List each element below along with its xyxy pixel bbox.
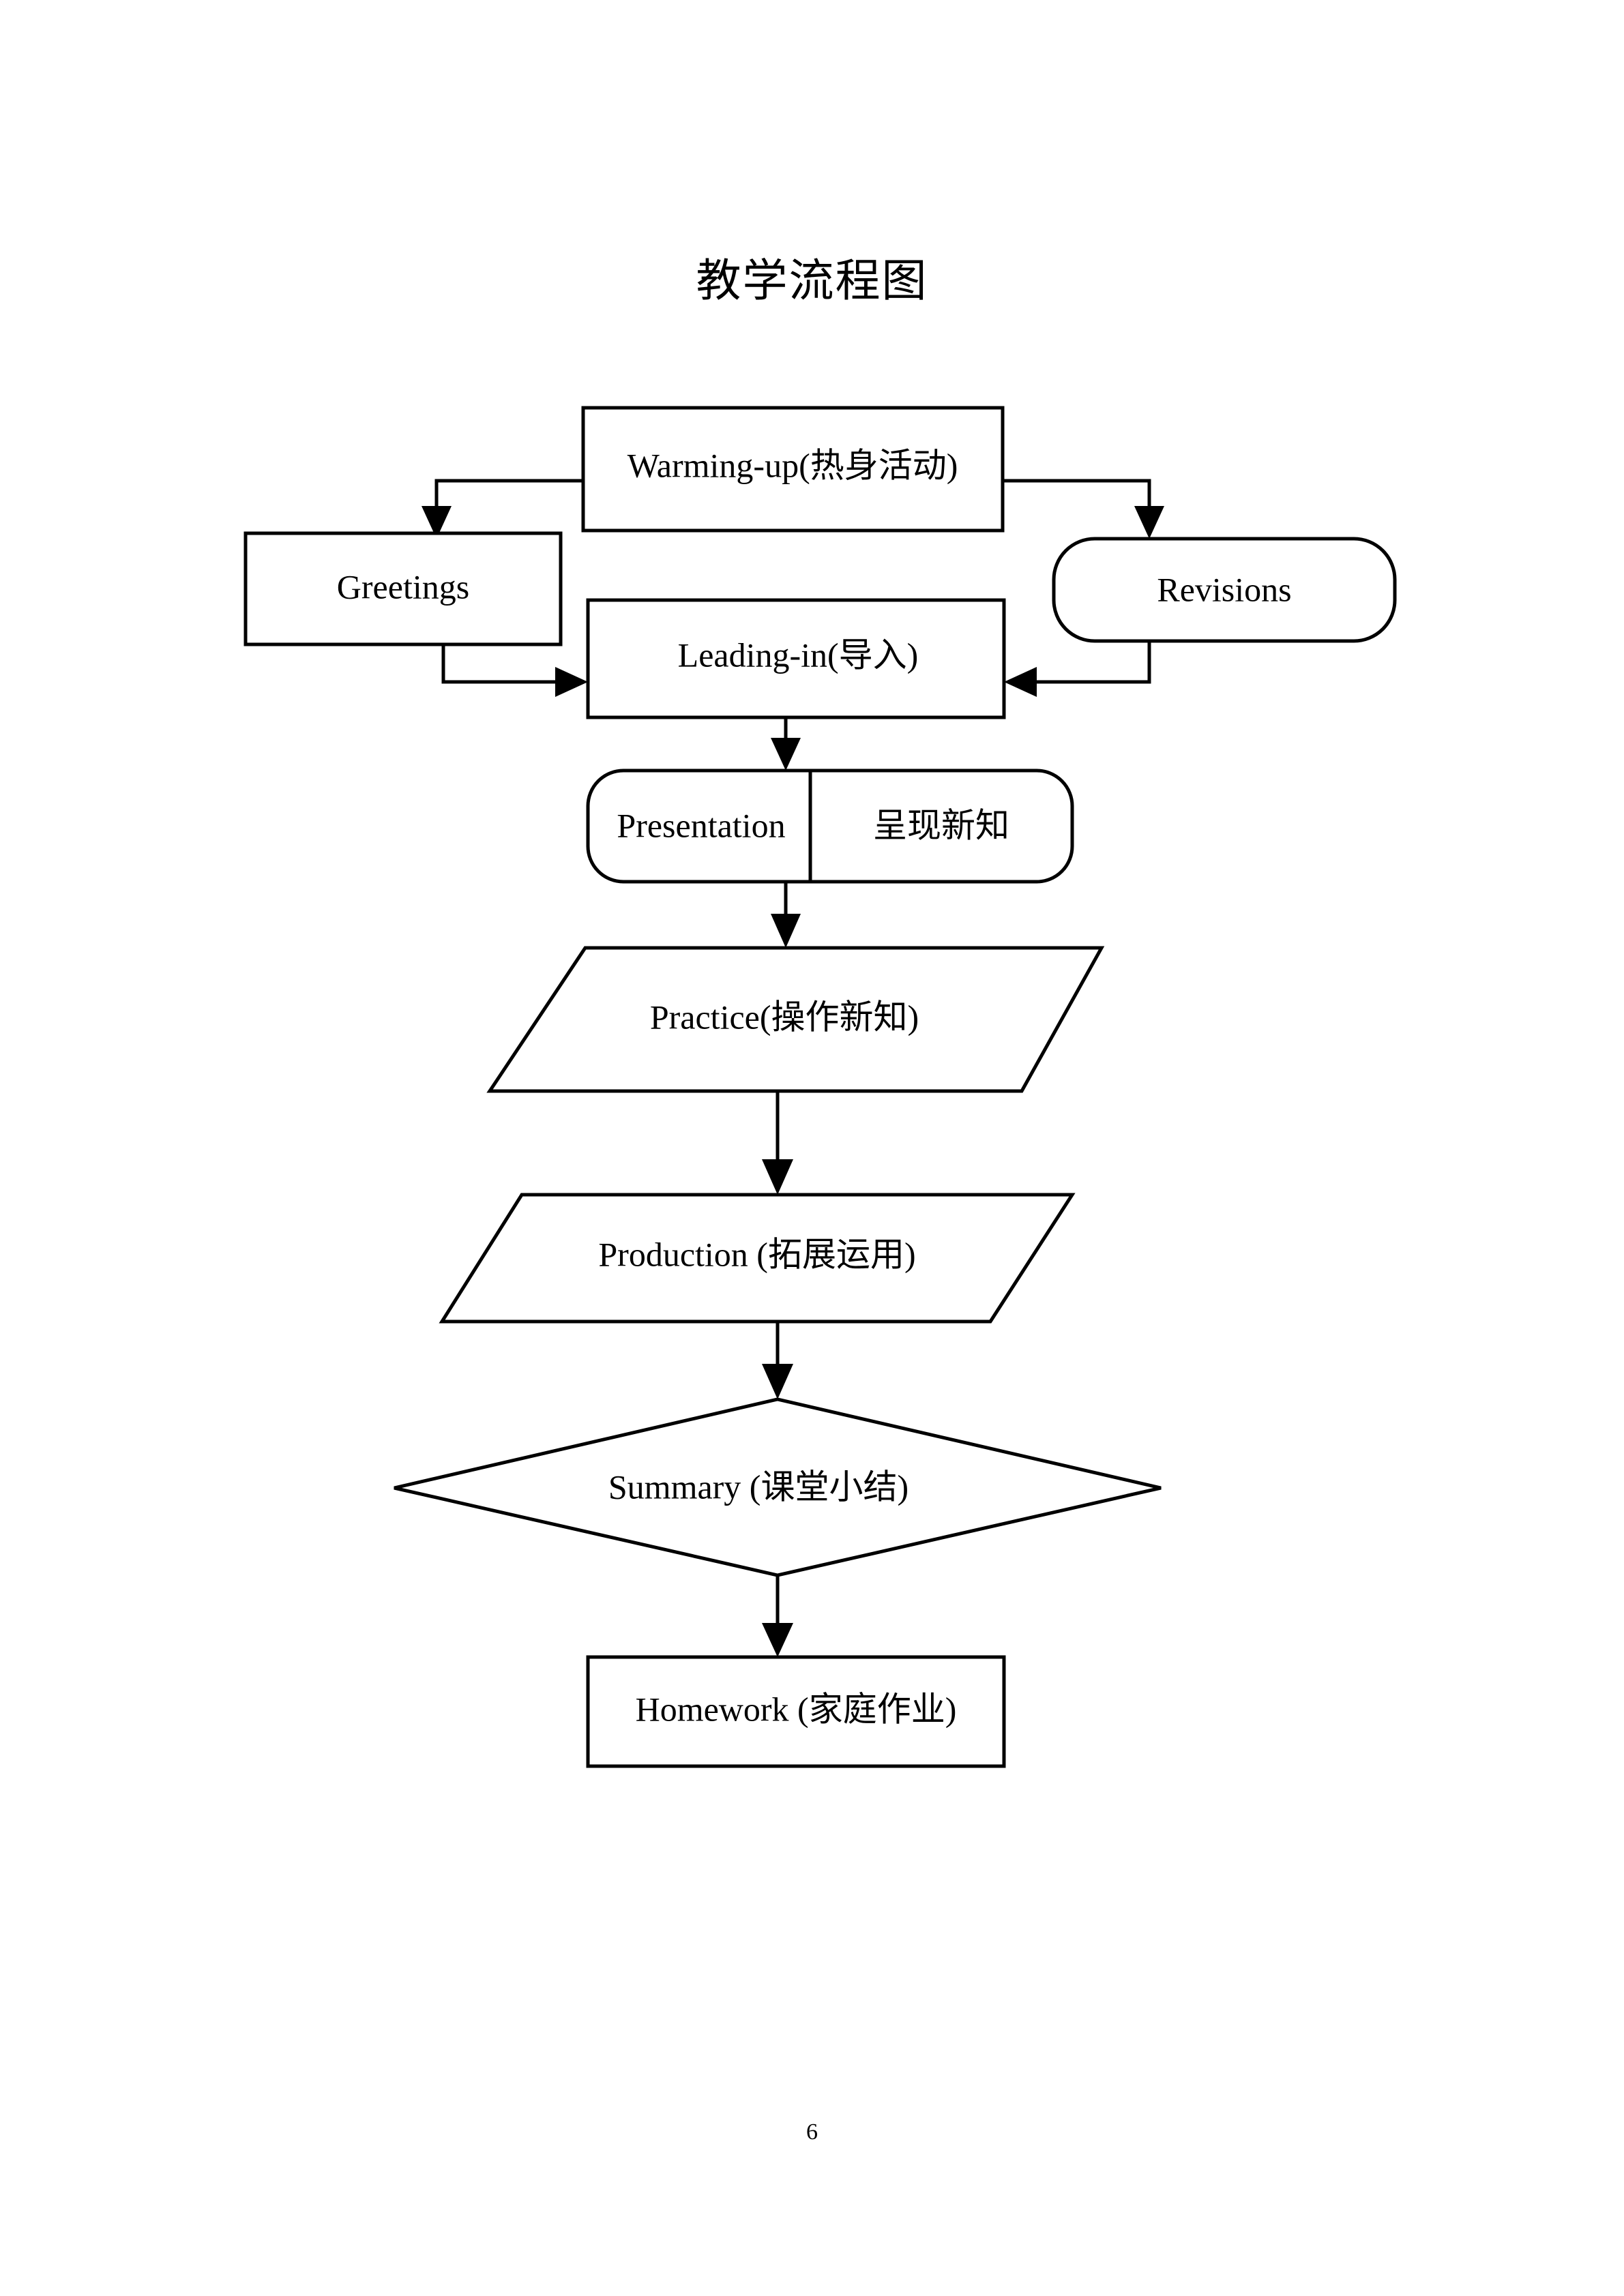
node-practice[interactable]: Practice(操作新知): [486, 946, 1105, 1093]
page-title: 教学流程图: [696, 254, 928, 307]
page-number: 6: [806, 2119, 818, 2145]
node-leading-in[interactable]: Leading-in(导入): [586, 598, 1006, 719]
node-greetings-label: Greetings: [337, 567, 469, 606]
node-presentation[interactable]: Presentation 呈现新知: [586, 769, 1074, 884]
node-revisions[interactable]: Revisions: [1052, 537, 1397, 643]
node-warming-up[interactable]: Warming-up(热身活动): [581, 406, 1005, 533]
node-practice-label: Practice(操作新知): [650, 998, 919, 1036]
edge-presentation-to-practice: [771, 882, 801, 948]
node-homework-label: Homework (家庭作业): [636, 1690, 957, 1728]
edge-warmingup-to-greetings: [422, 479, 583, 539]
edge-greetings-to-leadingin: [441, 644, 588, 697]
node-greetings[interactable]: Greetings: [243, 531, 563, 646]
edge-practice-to-production: [762, 1091, 793, 1195]
edge-revisions-to-leadingin: [1004, 641, 1151, 697]
node-summary-label: Summary (课堂小结): [608, 1467, 909, 1506]
node-homework[interactable]: Homework (家庭作业): [586, 1655, 1006, 1768]
edge-warmingup-to-revisions: [1003, 479, 1164, 539]
node-revisions-label: Revisions: [1157, 570, 1291, 608]
node-presentation-label-secondary: 呈现新知: [873, 806, 1009, 844]
node-warming-up-label: Warming-up(热身活动): [628, 446, 958, 484]
node-production[interactable]: Production (拓展运用): [439, 1193, 1076, 1324]
node-leading-in-label: Leading-in(导入): [678, 636, 919, 674]
edge-summary-to-homework: [762, 1575, 793, 1657]
node-production-label: Production (拓展运用): [598, 1235, 915, 1273]
edge-production-to-summary: [762, 1322, 793, 1399]
edge-leadingin-to-presentation: [771, 717, 801, 771]
node-summary[interactable]: Summary (课堂小结): [394, 1397, 1162, 1577]
node-presentation-label: Presentation: [617, 806, 785, 844]
